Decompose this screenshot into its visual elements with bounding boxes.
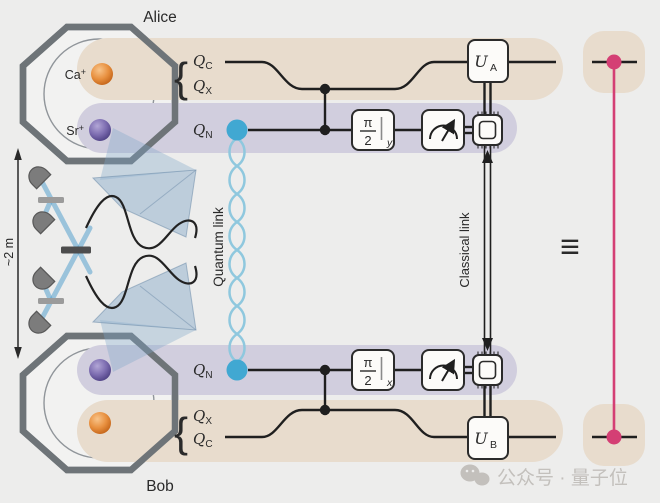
photon-detector-icon — [32, 211, 56, 235]
alice-photon-emission-cone — [100, 128, 196, 180]
alice-ca-ion — [91, 63, 113, 85]
bob-ca-ion — [89, 412, 111, 434]
bob-processor-chip — [472, 351, 503, 389]
rotation-axis-y: y — [386, 137, 393, 149]
bob-qn-label: QN — [193, 361, 213, 381]
quantum-link-label: Quantum link — [211, 207, 226, 287]
classical-link-label: Classical link — [457, 212, 472, 288]
photon-detector-icon — [28, 310, 52, 334]
distance-arrow-down — [14, 347, 22, 359]
alice-memory-qubit-band — [77, 38, 563, 100]
pi-symbol: π — [364, 115, 373, 130]
bob-measurement-gate — [421, 349, 465, 391]
circuit-wires — [225, 60, 556, 439]
wechat-icon — [460, 464, 490, 486]
alice-qx-label: QX — [193, 77, 212, 97]
alice-title: Alice — [143, 9, 177, 26]
alice-network-qubit-band — [77, 103, 517, 153]
bob-memory-wire — [225, 408, 468, 439]
classical-link: Classical link — [457, 145, 493, 355]
bob-local-unitary-gate: U B — [467, 416, 509, 460]
classical-link-arrow-up — [482, 150, 493, 163]
svg-text:B: B — [490, 439, 497, 451]
svg-text:U: U — [474, 52, 488, 71]
alice-sr-ion — [89, 119, 111, 141]
beamsplitter — [61, 246, 91, 254]
cz-control-dots — [319, 83, 331, 416]
svg-text:U: U — [474, 429, 488, 448]
bob-qubit-brace: { — [174, 409, 188, 456]
svg-text:π: π — [364, 355, 373, 370]
photon-detector-icon — [28, 166, 52, 190]
bob-title: Bob — [146, 478, 174, 495]
bob-photon-emission-cone — [100, 320, 196, 372]
bob-memory-qubit-band — [77, 400, 563, 462]
quantum-link-braid — [228, 136, 246, 364]
bob-rotation-gate: π 2 x — [351, 349, 395, 391]
alice-rotation-gate: π 2 y — [351, 109, 395, 151]
ca-ion-label: Ca+ — [65, 67, 86, 82]
photon-detectors — [28, 166, 56, 334]
ions: Ca+ Sr+ — [65, 63, 113, 434]
bob-trap-rim — [19, 332, 179, 474]
waveplate-top — [38, 197, 64, 203]
bob-qc-label: QC — [193, 430, 213, 450]
alice-optical-fiber — [84, 194, 198, 250]
chip-icon — [472, 114, 503, 146]
bob-objective-lens — [91, 262, 197, 331]
alice-objective-lens — [91, 169, 197, 238]
watermark: 公众号 · 量子位 — [460, 464, 628, 489]
chip-icon — [472, 354, 503, 386]
sr-ion-label: Sr+ — [66, 123, 84, 138]
entangled-state — [592, 54, 637, 445]
bob-qx-label: QX — [193, 407, 212, 427]
distance-label: ~2 m — [2, 238, 16, 266]
entangled-qubit-dot-bob — [606, 429, 622, 445]
svg-text:2: 2 — [364, 133, 371, 148]
entangled-qubit-dot-alice — [606, 54, 622, 70]
photon-detector-icon — [32, 266, 56, 290]
alice-qn-label: QN — [193, 121, 213, 141]
distance-marker: ~2 m — [2, 148, 22, 359]
alice-processor-chip — [472, 111, 503, 149]
alice-qubit-brace: { — [174, 54, 188, 101]
waveplate-bottom — [38, 298, 64, 304]
rotation-axis-x: x — [386, 377, 393, 389]
alice-qc-label: QC — [193, 52, 213, 72]
distance-arrow-up — [14, 148, 22, 160]
classical-link-arrow-down — [482, 338, 493, 351]
gate-boxes: π 2 y U A π — [351, 39, 509, 460]
bob-network-qubit-dot — [226, 359, 248, 381]
photonic-bell-measurement — [28, 128, 198, 372]
equivalence-symbol: ≡ — [560, 228, 580, 266]
alice-network-qubit-dot — [226, 119, 248, 141]
alice-trap-rim — [19, 23, 179, 165]
bob-sr-ion — [89, 359, 111, 381]
svg-text:A: A — [490, 62, 497, 74]
svg-text:2: 2 — [364, 373, 371, 388]
watermark-text: 公众号 · 量子位 — [497, 467, 628, 489]
bob-optical-fiber — [84, 254, 198, 310]
alice-memory-wire — [225, 60, 468, 91]
alice-local-unitary-gate: U A — [467, 39, 509, 83]
qubit-labels: { QC QX QN QN { QX QC — [174, 52, 213, 456]
alice-measurement-gate — [421, 109, 465, 151]
